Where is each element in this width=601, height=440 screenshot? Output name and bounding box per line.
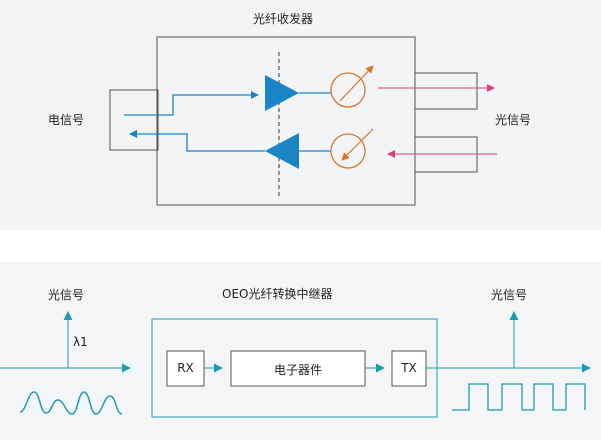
tx-label: TX xyxy=(401,361,417,375)
transceiver-panel xyxy=(0,0,601,230)
photo-diode-arrow xyxy=(341,128,374,161)
rx-electrical-line xyxy=(129,130,265,152)
rx-amplifier-triangle xyxy=(265,133,299,169)
device-box xyxy=(230,350,366,387)
electrical-port-box xyxy=(109,89,159,151)
rx-box xyxy=(166,350,205,387)
distorted-wave xyxy=(19,391,123,415)
electrical-signal-label: 电信号 xyxy=(48,113,85,127)
tx-amplifier-triangle xyxy=(265,75,299,111)
tx-box xyxy=(391,350,427,387)
input-optical-label: 光信号 xyxy=(48,288,85,302)
repeater-title: OEO光纤转换中继器 xyxy=(222,287,333,301)
laser-diode-arrow xyxy=(339,65,374,102)
optical-signal-label: 光信号 xyxy=(495,113,532,127)
rx-label: RX xyxy=(177,361,194,375)
transceiver-box xyxy=(156,36,416,206)
output-optical-label: 光信号 xyxy=(491,288,528,302)
laser-diode-circle xyxy=(330,72,366,108)
regenerated-square-wave xyxy=(452,383,586,411)
wavelength-label: λ1 xyxy=(73,335,88,349)
tx-electrical-line xyxy=(124,91,259,116)
photo-diode-circle xyxy=(330,133,366,169)
optical-port-tx-box xyxy=(414,72,478,110)
device-label: 电子器件 xyxy=(273,363,322,377)
transceiver-title: 光纤收发器 xyxy=(253,12,314,26)
